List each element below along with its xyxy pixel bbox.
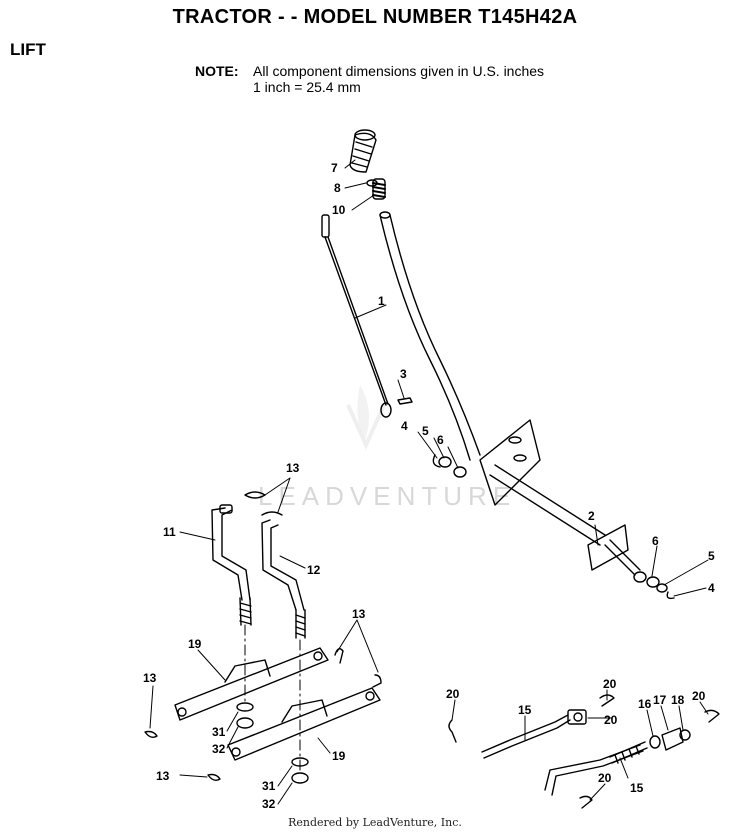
flat-washer [679,729,691,741]
callout-19-upper: 19 [188,637,202,651]
callout-13-arm: 13 [352,607,366,621]
callout-5-left: 5 [422,424,429,438]
callout-4-right: 4 [708,581,715,595]
callout-12: 12 [307,563,321,577]
washer-left [438,456,452,468]
nut-upper [236,717,254,729]
callout-labels: 7 8 10 1 3 4 5 6 2 6 5 4 13 11 12 13 19 … [143,161,715,811]
callout-31-upper: 31 [212,725,226,739]
callout-19-lower: 19 [332,749,346,763]
cotter-pin-left [448,719,457,743]
spring [372,178,386,200]
bushing-left [453,466,467,478]
clevis-pin [397,397,413,405]
lift-arm-upper [174,647,329,721]
spacer-upper [236,702,254,712]
callout-32-upper: 32 [212,742,226,756]
callout-15-upper: 15 [518,703,532,717]
nut-lower [291,772,309,784]
leader-lines [149,159,709,805]
section-heading: LIFT [10,40,46,59]
bushing-right [646,576,660,588]
dimension-note: NOTE: All component dimensions given in U… [195,63,544,95]
note-line-1: All component dimensions given in U.S. i… [253,63,545,79]
adjust-rod-upper [481,709,587,759]
cotter-pin-bottom [579,795,593,809]
note-label: NOTE: [195,63,239,79]
hairpin-lower-left [207,773,221,782]
spacer-lower [291,757,309,767]
trunnion [661,727,684,751]
callout-6-right: 6 [652,534,659,548]
watermark-logo [346,385,386,450]
hairpin-arm-1 [334,648,344,664]
lift-shaft-assembly [479,419,647,583]
callout-4-left: 4 [401,419,408,433]
callout-16: 16 [638,697,652,711]
callout-20-middle: 20 [604,713,618,727]
callout-7: 7 [331,161,338,175]
callout-20-top: 20 [603,677,617,691]
callout-20-bottom: 20 [598,771,612,785]
e-ring-right [666,591,675,600]
callout-10: 10 [332,203,346,217]
watermark-text: LEADVENTURE [258,481,516,511]
callout-31-lower: 31 [262,779,276,793]
callout-6-left: 6 [437,433,444,447]
callout-15-lower: 15 [630,781,644,795]
callout-18: 18 [671,693,685,707]
note-line-2: 1 inch = 25.4 mm [253,79,361,95]
release-rod [321,214,392,418]
callout-13-top: 13 [286,461,300,475]
callout-32-lower: 32 [262,797,276,811]
cotter-pin-top [599,694,615,707]
callout-13-lower: 13 [156,769,170,783]
callout-17: 17 [653,693,667,707]
lift-handle-tube [379,211,481,461]
adjust-rod-lower [544,741,648,796]
callout-1: 1 [378,294,385,308]
lift-link-left [211,504,252,626]
lift-arm-lower [227,687,381,761]
hairpin-arm-2 [372,674,382,688]
callout-8: 8 [334,181,341,195]
callout-13-left: 13 [143,671,157,685]
handle-grip [349,129,377,173]
washer-right [656,583,668,593]
callout-2: 2 [588,509,595,523]
callout-3: 3 [400,367,407,381]
callout-20-right: 20 [692,689,706,703]
callout-20-left: 20 [446,687,460,701]
callout-5-right: 5 [708,549,715,563]
hairpin-top-2 [261,511,283,516]
page-title: TRACTOR - - MODEL NUMBER T145H42A [172,6,578,28]
hairpin-left [144,730,158,739]
footer-credit: Rendered by LeadVenture, Inc. [288,816,462,829]
e-ring-left [432,454,441,468]
lock-nut [649,735,661,749]
callout-11: 11 [163,525,176,539]
lift-link-right [261,519,306,639]
